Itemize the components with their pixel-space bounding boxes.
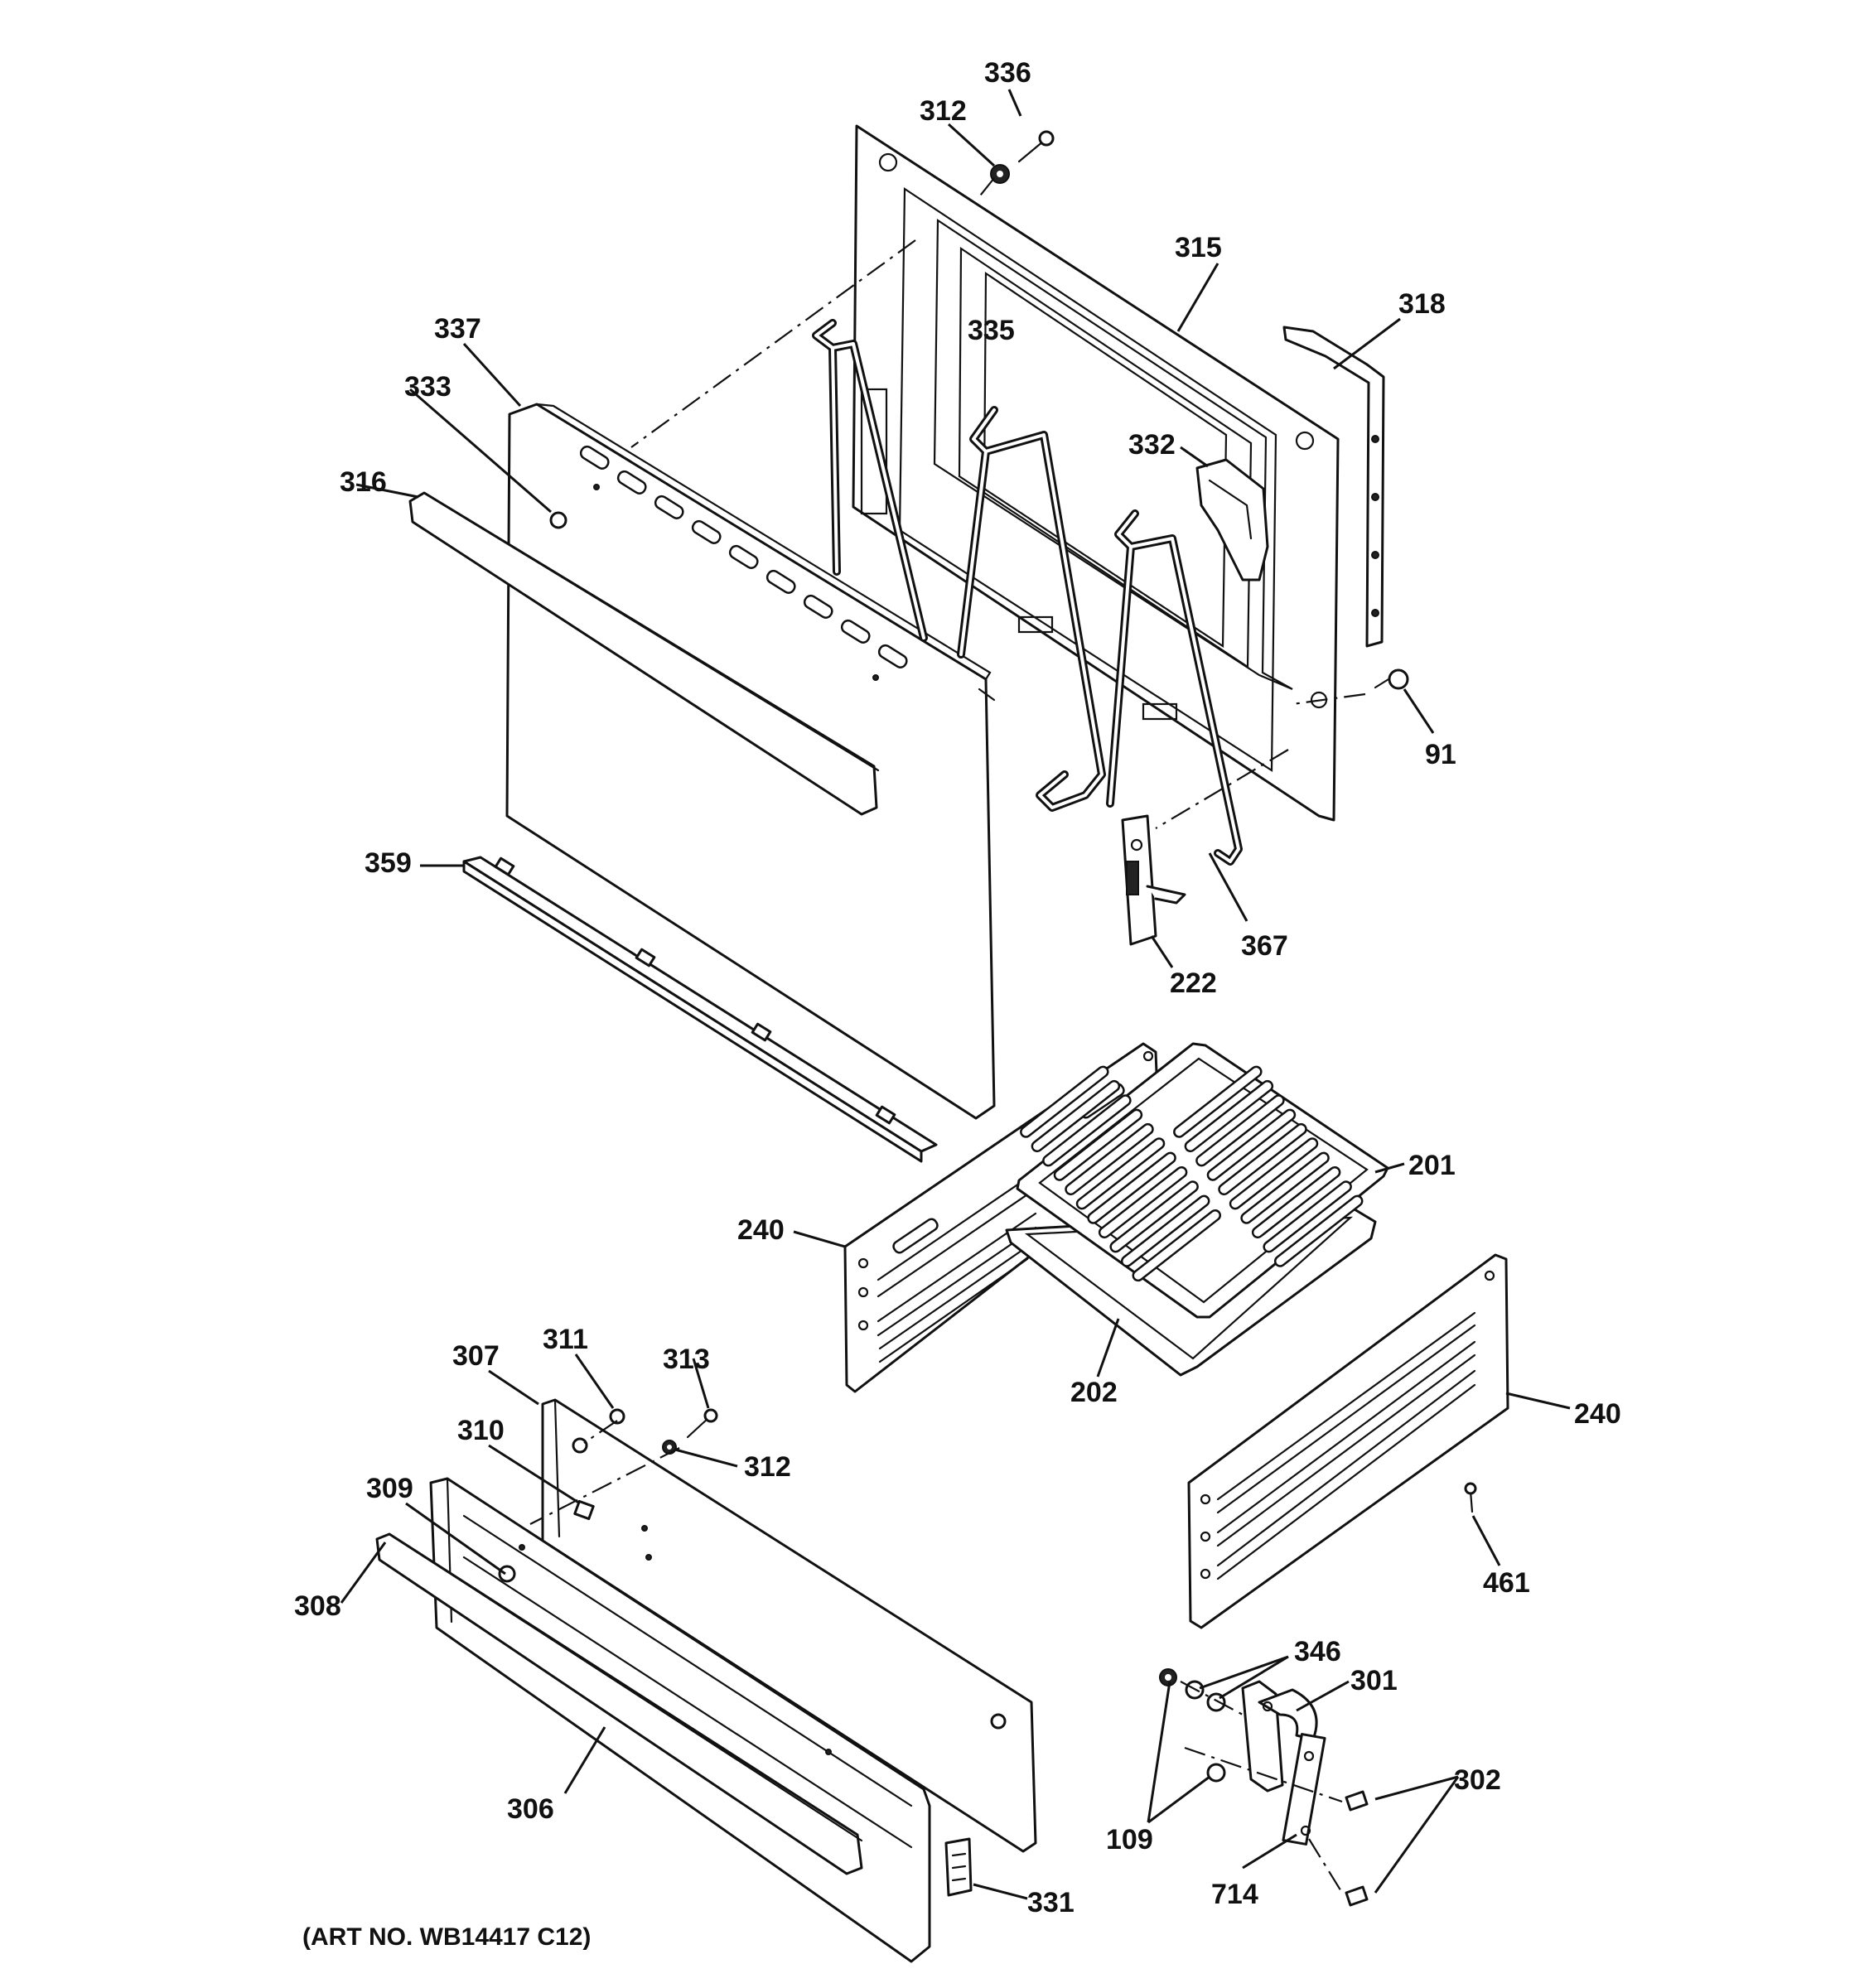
drawer-slide-bracket [1241, 1680, 1326, 1846]
broiler-grid [1016, 1042, 1389, 1319]
callout-359: 359 [365, 847, 412, 879]
callout-337: 337 [434, 313, 481, 345]
callout-240-left: 240 [737, 1214, 785, 1246]
callout-312-top: 312 [920, 95, 967, 127]
callout-714: 714 [1211, 1879, 1258, 1910]
screw-302-upper [1345, 1790, 1369, 1812]
callout-240-right: 240 [1574, 1398, 1621, 1430]
callout-309: 309 [366, 1473, 413, 1504]
hinge-wire-left [812, 319, 928, 642]
callout-333: 333 [404, 371, 452, 403]
callout-301: 301 [1350, 1665, 1398, 1696]
screw-461 [1464, 1482, 1477, 1513]
washer-312-bottom [662, 1440, 677, 1455]
callout-316: 316 [340, 466, 387, 498]
screw-91 [1374, 668, 1409, 690]
callout-346: 346 [1294, 1636, 1341, 1667]
door-nut [549, 511, 567, 529]
insulation-block [1195, 458, 1269, 581]
callout-336: 336 [984, 57, 1031, 89]
callout-109: 109 [1106, 1824, 1153, 1855]
callout-201: 201 [1408, 1150, 1456, 1181]
washer-312-top [990, 164, 1010, 184]
callout-461: 461 [1483, 1567, 1530, 1599]
nut-109-top [1159, 1668, 1177, 1686]
callout-308: 308 [294, 1590, 341, 1622]
hinge-wire-center [957, 406, 1106, 812]
callout-labels: 336 312 315 318 337 335 333 332 316 91 3… [294, 57, 1621, 1951]
callout-307: 307 [452, 1340, 500, 1372]
nut-109-bottom [1206, 1763, 1226, 1783]
nut-311 [609, 1408, 625, 1425]
callout-313: 313 [663, 1344, 710, 1375]
inner-door-panel [852, 124, 1340, 822]
callout-332: 332 [1128, 429, 1176, 461]
callout-311: 311 [543, 1324, 588, 1355]
door-handle [408, 491, 880, 816]
outer-door-panel [505, 403, 996, 1120]
callout-222: 222 [1170, 967, 1217, 999]
callout-202: 202 [1070, 1377, 1118, 1408]
drawer-clip [573, 1499, 595, 1521]
callout-310: 310 [457, 1415, 505, 1446]
leader-lines [340, 89, 1571, 1900]
callout-312-bottom: 312 [744, 1451, 791, 1483]
callout-91: 91 [1425, 739, 1456, 770]
screw-336 [1017, 130, 1055, 163]
door-hinge [1121, 814, 1186, 946]
callout-367: 367 [1241, 930, 1288, 962]
door-gasket [1282, 326, 1385, 648]
callout-315: 315 [1175, 232, 1222, 263]
art-number: (ART NO. WB14417 C12) [302, 1923, 591, 1951]
side-panel-right [1187, 1253, 1509, 1629]
drawer-handle [375, 1532, 863, 1875]
callout-318: 318 [1398, 288, 1446, 320]
screw-313 [686, 1408, 718, 1439]
drawer-inner-panel [541, 1398, 1037, 1853]
hinge-wire-right [1106, 509, 1243, 866]
screw-302-lower [1345, 1885, 1369, 1907]
door-bottom-trim [462, 856, 938, 1163]
callout-302: 302 [1454, 1764, 1501, 1796]
drawer-bracket [944, 1837, 973, 1897]
callout-331: 331 [1027, 1887, 1075, 1918]
callout-335: 335 [968, 315, 1015, 346]
callout-306: 306 [507, 1793, 554, 1825]
